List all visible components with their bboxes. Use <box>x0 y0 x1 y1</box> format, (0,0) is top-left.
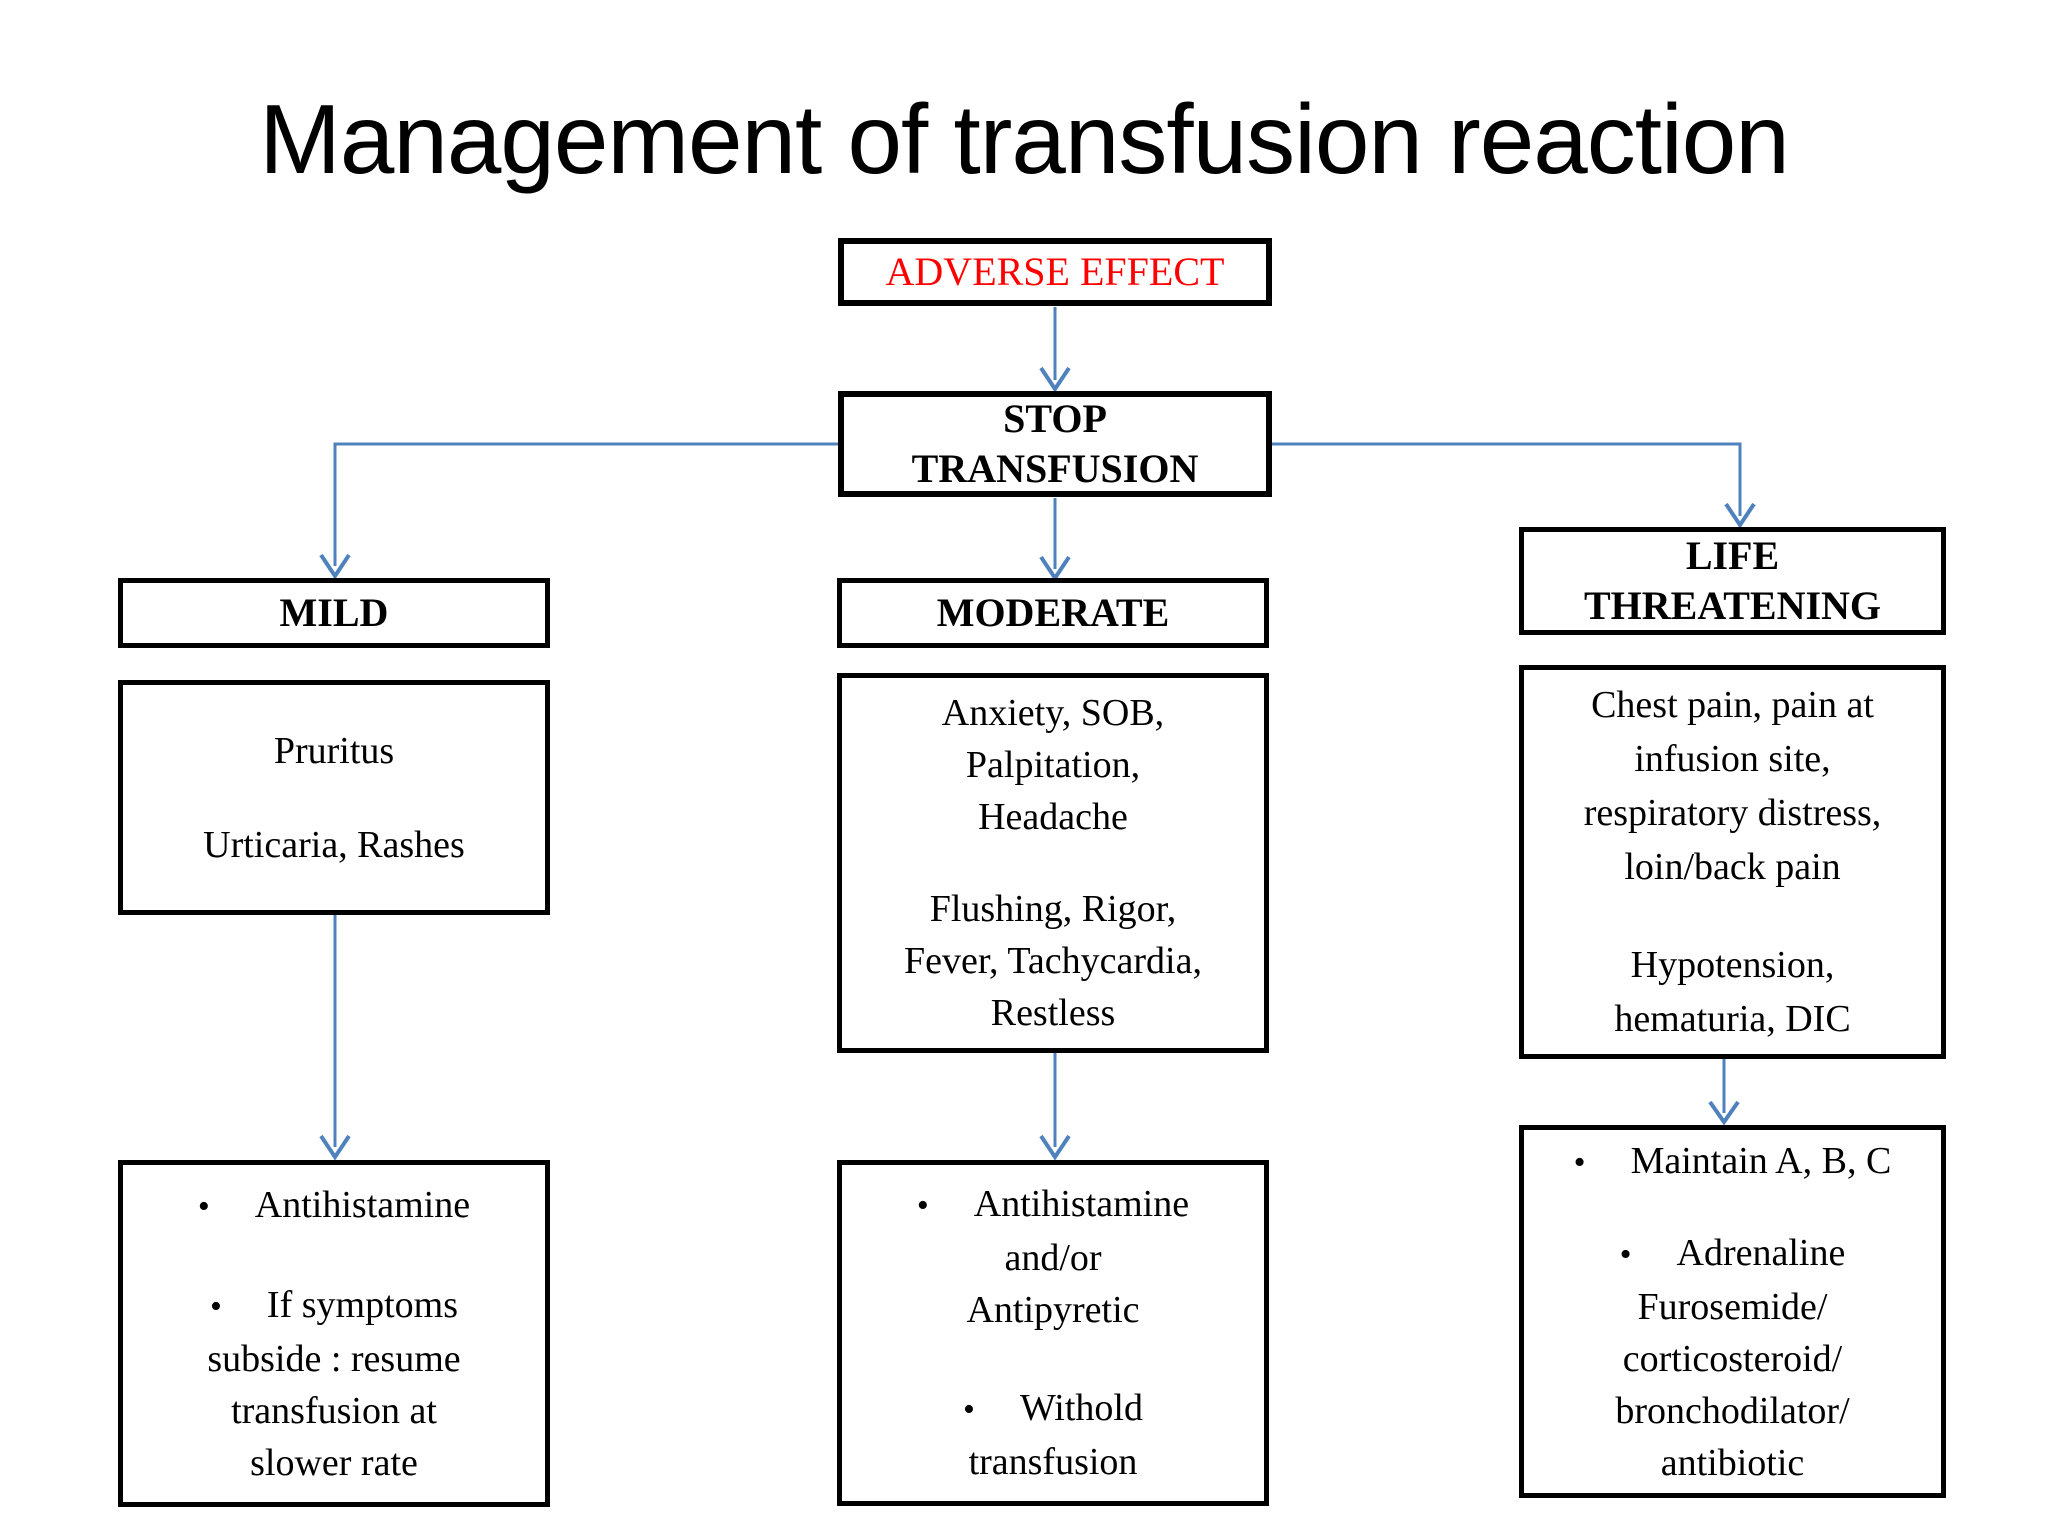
treatment-text: Adrenaline <box>1676 1231 1846 1274</box>
treatment-text: Maintain A, B, C <box>1630 1139 1892 1182</box>
arrow-stop-to-life-icon <box>1272 442 1756 529</box>
treatment-text: Antihistamine <box>973 1183 1190 1225</box>
mild-header-label: MILD <box>279 590 389 635</box>
treatment-text: corticosteroid/ <box>1622 1337 1843 1380</box>
life-symptom-group: Chest pain, pain at infusion site, respi… <box>1524 678 1941 894</box>
arrow-mild-symptoms-to-treatment-icon <box>319 914 351 1161</box>
bullet-icon: • <box>1573 1143 1586 1181</box>
mild-symptom-group: Pruritus <box>123 726 545 776</box>
life-threatening-header-box: LIFE THREATENING <box>1519 527 1946 635</box>
symptom-text: Flushing, Rigor, <box>929 888 1177 930</box>
adverse-effect-box: ADVERSE EFFECT <box>838 238 1272 306</box>
symptom-text: Palpitation, <box>965 744 1141 786</box>
treatment-text: Furosemide/ <box>1637 1285 1828 1328</box>
moderate-symptom-group: Flushing, Rigor, Fever, Tachycardia, Res… <box>842 883 1264 1039</box>
stop-transfusion-line2: TRANSFUSION <box>911 446 1199 491</box>
moderate-header-label: MODERATE <box>936 590 1170 635</box>
bullet-icon: • <box>963 1391 975 1428</box>
arrow-stop-to-moderate-icon <box>1039 498 1071 582</box>
treatment-text: slower rate <box>250 1441 418 1484</box>
arrow-life-symptoms-to-treatment-icon <box>1708 1059 1740 1126</box>
life-symptom-group: Hypotension, hematuria, DIC <box>1524 938 1941 1046</box>
adverse-effect-label: ADVERSE EFFECT <box>885 249 1225 294</box>
treatment-item: • Antihistamine and/or Antipyretic <box>842 1178 1264 1336</box>
mild-header-box: MILD <box>118 578 550 648</box>
mild-treatment-box: • Antihistamine • If symptoms subside : … <box>118 1160 550 1507</box>
treatment-text: transfusion at <box>231 1389 437 1432</box>
treatment-text: bronchodilator/ <box>1615 1389 1850 1432</box>
symptom-text: Restless <box>990 992 1116 1034</box>
treatment-text: transfusion <box>968 1441 1138 1483</box>
arrow-stop-to-mild-icon <box>319 442 838 580</box>
treatment-item: • Maintain A, B, C <box>1524 1135 1941 1189</box>
treatment-text: If symptoms <box>266 1283 458 1326</box>
symptom-text: hematuria, DIC <box>1614 998 1851 1040</box>
treatment-text: antibiotic <box>1660 1441 1805 1484</box>
life-header-line1: LIFE <box>1685 533 1780 578</box>
mild-symptom-group: Urticaria, Rashes <box>123 820 545 870</box>
symptom-text: loin/back pain <box>1624 846 1841 888</box>
treatment-text: Antipyretic <box>966 1289 1140 1331</box>
page-title: Management of transfusion reaction <box>259 84 1789 194</box>
symptom-text: Chest pain, pain at <box>1591 684 1874 726</box>
symptom-text: infusion site, <box>1634 738 1831 780</box>
stop-transfusion-line1: STOP <box>1003 396 1107 441</box>
moderate-header-box: MODERATE <box>837 578 1269 648</box>
symptom-text: Pruritus <box>273 729 395 772</box>
bullet-icon: • <box>197 1187 210 1225</box>
symptom-text: Urticaria, Rashes <box>203 823 465 866</box>
arrow-adverse-to-stop-icon <box>1039 307 1071 393</box>
life-header-line2: THREATENING <box>1583 583 1882 628</box>
treatment-text: Antihistamine <box>254 1183 471 1226</box>
treatment-item: • Antihistamine <box>123 1179 545 1233</box>
stop-transfusion-box: STOP TRANSFUSION <box>838 391 1272 497</box>
treatment-item: • If symptoms subside : resume transfusi… <box>123 1279 545 1489</box>
bullet-icon: • <box>1619 1235 1632 1273</box>
treatment-item: • Adrenaline Furosemide/ corticosteroid/… <box>1524 1227 1941 1489</box>
symptom-text: respiratory distress, <box>1583 792 1882 834</box>
symptom-text: Hypotension, <box>1630 944 1835 986</box>
bullet-icon: • <box>916 1187 929 1224</box>
bullet-icon: • <box>210 1287 222 1325</box>
life-symptoms-box: Chest pain, pain at infusion site, respi… <box>1519 665 1946 1059</box>
symptom-text: Anxiety, SOB, <box>941 692 1165 734</box>
life-treatment-box: • Maintain A, B, C • Adrenaline Furosemi… <box>1519 1125 1946 1498</box>
mild-symptoms-box: Pruritus Urticaria, Rashes <box>118 680 550 915</box>
moderate-symptoms-box: Anxiety, SOB, Palpitation, Headache Flus… <box>837 673 1269 1053</box>
moderate-symptom-group: Anxiety, SOB, Palpitation, Headache <box>842 687 1264 843</box>
moderate-treatment-box: • Antihistamine and/or Antipyretic • Wit… <box>837 1160 1269 1506</box>
symptom-text: Fever, Tachycardia, <box>904 940 1202 982</box>
treatment-text: and/or <box>1004 1237 1102 1279</box>
treatment-text: Withold <box>1019 1387 1143 1429</box>
symptom-text: Headache <box>978 796 1128 838</box>
arrow-moderate-symptoms-to-treatment-icon <box>1039 1053 1071 1161</box>
treatment-item: • Withold transfusion <box>842 1382 1264 1488</box>
treatment-text: subside : resume <box>207 1337 461 1380</box>
